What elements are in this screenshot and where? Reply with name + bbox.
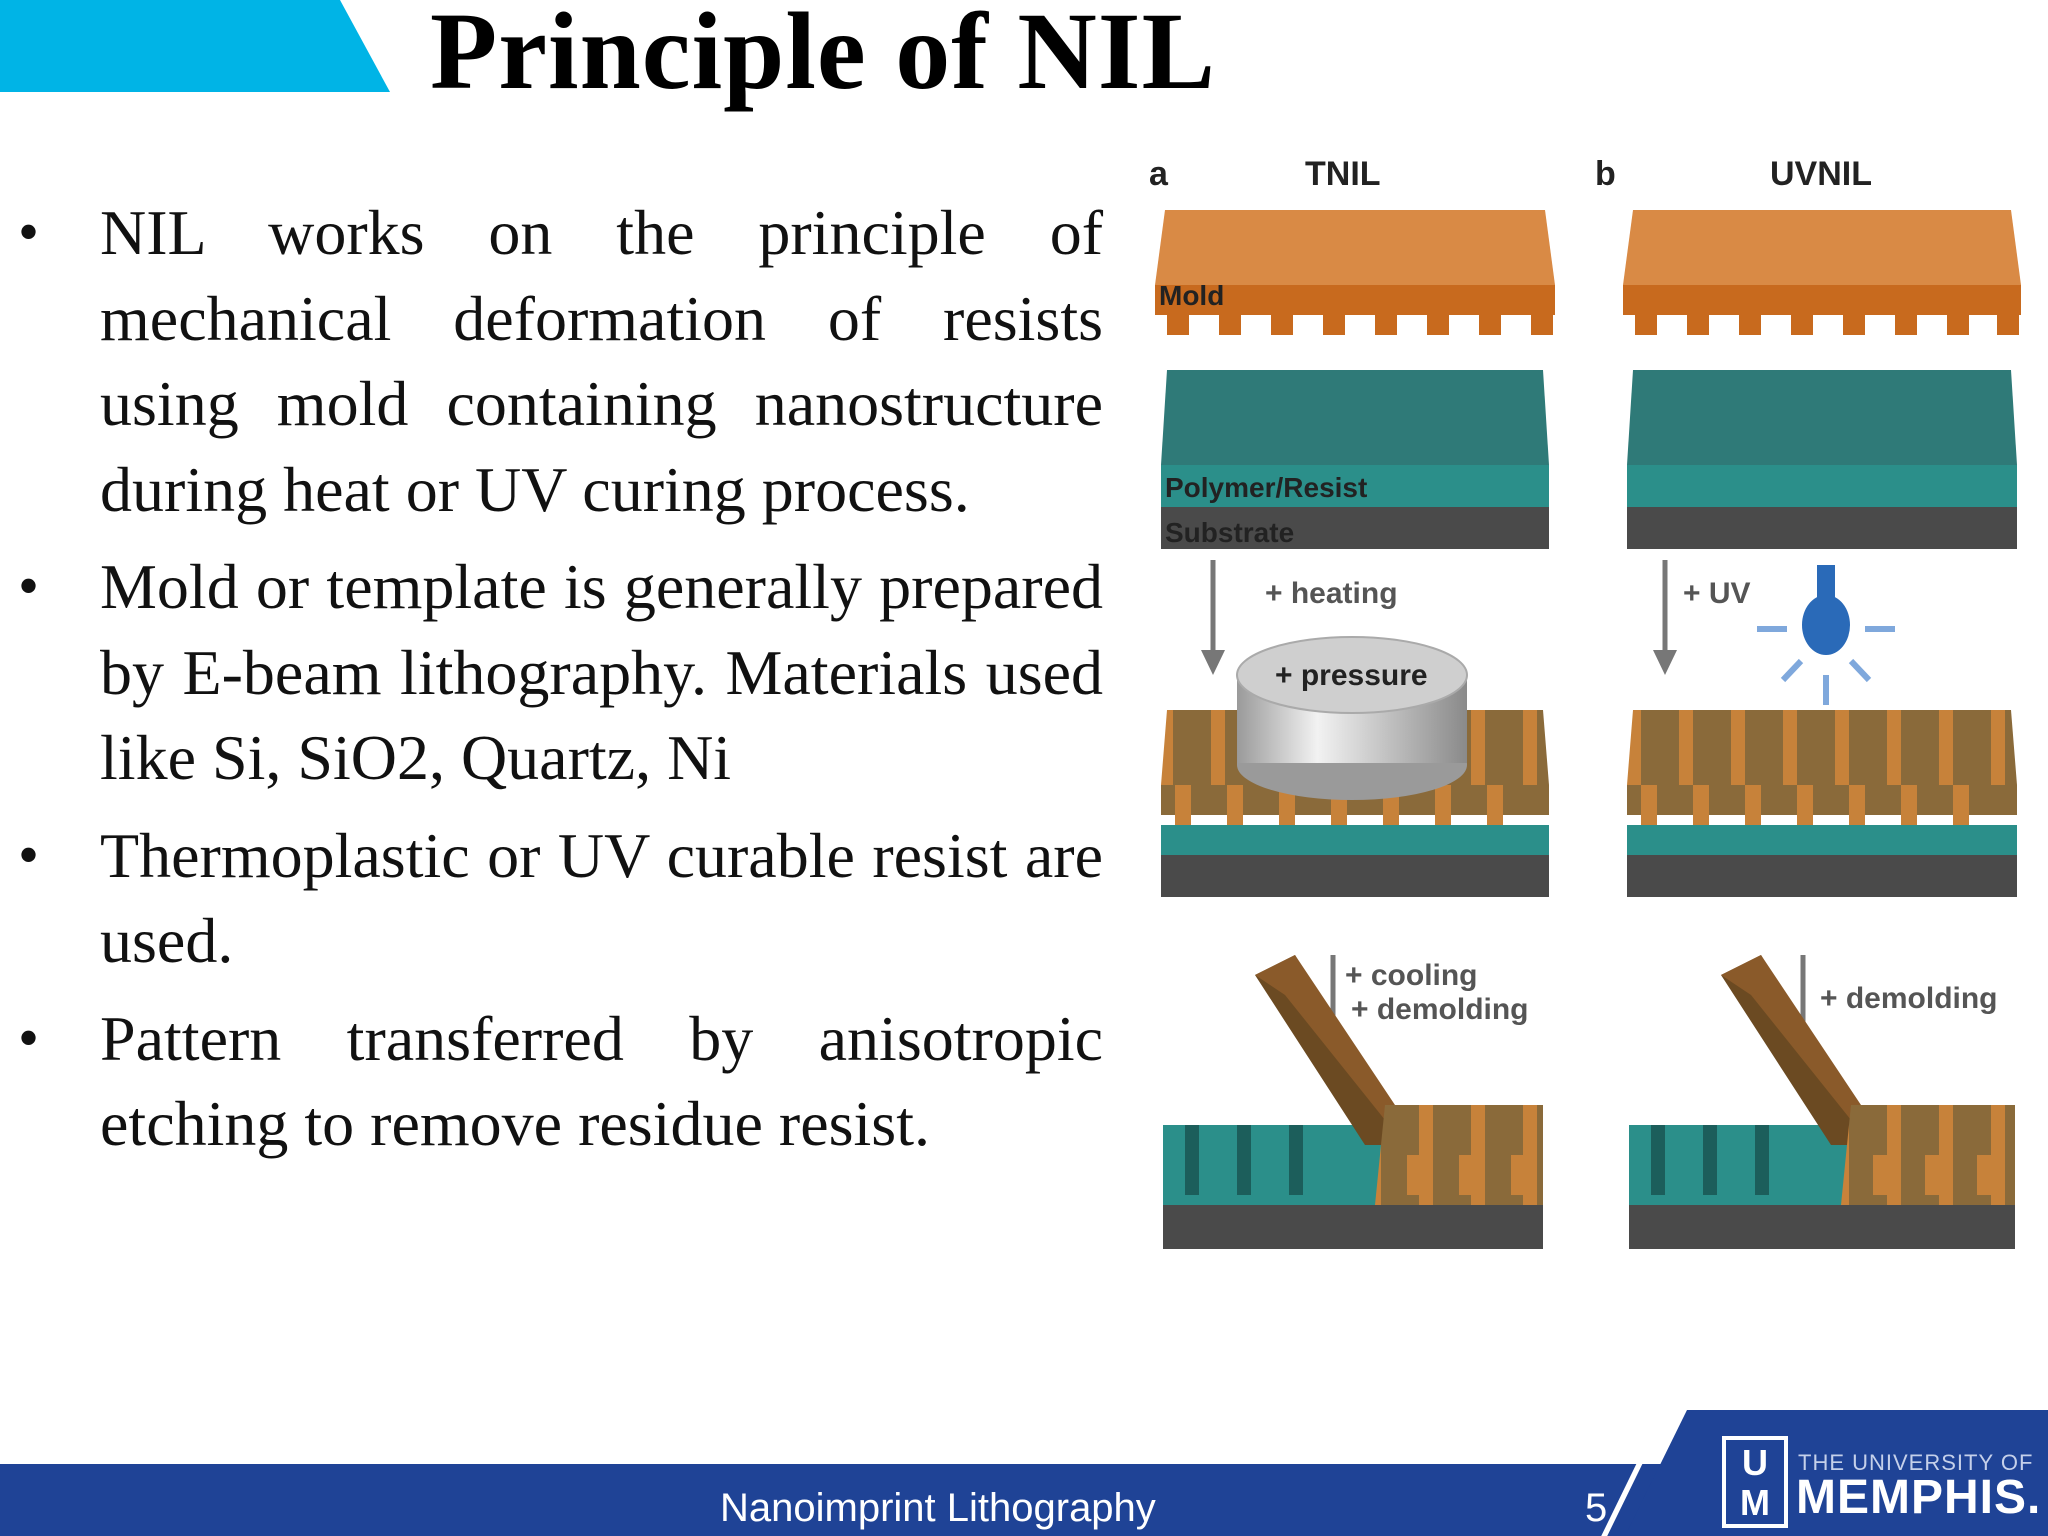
- logo-panel: [1625, 1410, 2048, 1536]
- panel-a-heading: TNIL: [1305, 155, 1381, 193]
- bullet-dot-icon: •: [18, 821, 40, 888]
- label-pressure: + pressure: [1275, 659, 1428, 692]
- label-uv: + UV: [1683, 577, 1751, 610]
- arrow-down-icon: [1653, 560, 1677, 675]
- nil-process-figure: a TNIL b UVNIL Mold Polymer/Resist Subst…: [1145, 145, 2035, 1330]
- imprint-stack-b: [1627, 710, 2017, 897]
- bullet-text: Pattern transferred by anisotropic etchi…: [100, 1002, 1103, 1160]
- title-accent-bar: [0, 0, 390, 92]
- stack-b: [1627, 370, 2017, 549]
- bullet-text: NIL works on the principle of mechanical…: [100, 197, 1103, 525]
- panel-b-letter: b: [1595, 155, 1616, 193]
- bullet-text: Thermoplastic or UV curable resist are u…: [100, 819, 1103, 977]
- bullet-dot-icon: •: [18, 199, 40, 265]
- bullet-item: • Mold or template is generally prepared …: [18, 544, 1103, 801]
- press-cylinder: [1236, 636, 1468, 800]
- demold-stack-a: [1163, 955, 1543, 1249]
- bullet-dot-icon: •: [18, 553, 40, 619]
- bullet-text: Mold or template is generally prepared b…: [100, 551, 1103, 793]
- slide-title: Principle of NIL: [430, 0, 1216, 112]
- bullet-dot-icon: •: [18, 1004, 40, 1071]
- logo-letter-m: M: [1740, 1482, 1770, 1523]
- panel-b-heading: UVNIL: [1770, 155, 1872, 193]
- label-demolding-a: + demolding: [1351, 993, 1529, 1026]
- mold-b: [1623, 210, 2021, 335]
- label-cooling: + cooling: [1345, 959, 1478, 992]
- page-number: 5: [1585, 1486, 1608, 1530]
- university-top-text: THE UNIVERSITY OF: [1798, 1450, 2034, 1475]
- uv-lamp-icon: [1757, 565, 1895, 705]
- bullet-item: • Thermoplastic or UV curable resist are …: [18, 813, 1103, 984]
- label-resist: Polymer/Resist: [1165, 472, 1367, 503]
- label-demolding-b: + demolding: [1820, 982, 1998, 1015]
- nil-process-diagram: a TNIL b UVNIL Mold Polymer/Resist Subst…: [1149, 155, 2021, 1249]
- university-name: MEMPHIS.: [1796, 1471, 2042, 1524]
- bullet-list: • NIL works on the principle of mechanica…: [18, 190, 1103, 1179]
- label-substrate: Substrate: [1165, 517, 1294, 548]
- mold-a: [1155, 210, 1555, 335]
- stack-a: [1161, 370, 1549, 549]
- demold-stack-b: [1629, 955, 2015, 1249]
- bullet-item: • NIL works on the principle of mechanica…: [18, 190, 1103, 532]
- university-logo-icon: U M: [1722, 1436, 1788, 1528]
- label-mold: Mold: [1159, 280, 1224, 311]
- panel-a-letter: a: [1149, 155, 1169, 193]
- label-heating: + heating: [1265, 577, 1398, 610]
- bullet-item: • Pattern transferred by anisotropic etch…: [18, 996, 1103, 1167]
- arrow-down-icon: [1201, 560, 1225, 675]
- logo-letter-u: U: [1742, 1442, 1768, 1483]
- footer-title: Nanoimprint Lithography: [720, 1486, 1156, 1530]
